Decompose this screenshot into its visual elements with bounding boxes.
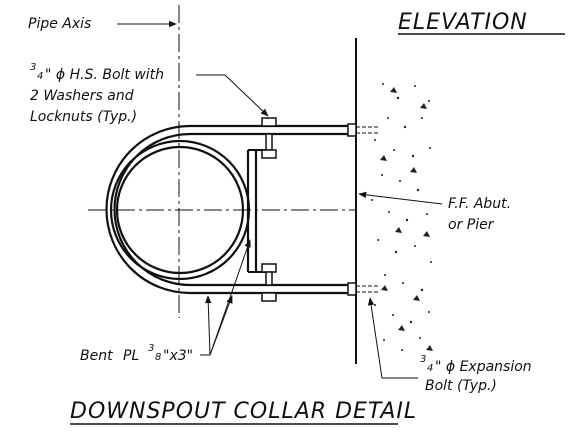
svg-text:4: 4 <box>427 363 433 374</box>
hs-bolt-bottom <box>261 263 277 302</box>
hs-bolt-leader <box>196 74 269 117</box>
hs-bolt-label: 3 4 " ϕ H.S. Bolt with 2 Washers and Loc… <box>30 62 164 125</box>
expansion-bolt-label: 3 4 " ϕ Expansion Bolt (Typ.) <box>420 354 532 394</box>
pipe-axis-label: Pipe Axis <box>28 16 91 32</box>
abutment-label: F.F. Abut. or Pier <box>448 196 511 233</box>
bent-plate-label: Bent PL 3 8 "x3" <box>80 343 193 364</box>
svg-text:PL: PL <box>123 348 139 364</box>
bent-plate-leader-2 <box>209 295 233 356</box>
expansion-bolt-top <box>347 123 378 137</box>
svg-text:Bolt (Typ.): Bolt (Typ.) <box>425 378 497 394</box>
svg-text:or Pier: or Pier <box>448 217 495 233</box>
collar-inner-arc <box>113 132 191 287</box>
svg-text:" ϕ H.S. Bolt with: " ϕ H.S. Bolt with <box>45 67 164 83</box>
svg-text:3: 3 <box>30 62 36 73</box>
bent-plate-leader-3 <box>205 295 212 356</box>
svg-text:3: 3 <box>148 343 154 354</box>
svg-text:8: 8 <box>155 352 161 363</box>
svg-text:" ϕ Expansion: " ϕ Expansion <box>435 359 532 375</box>
hs-bolt-top <box>261 117 277 159</box>
svg-text:Locknuts (Typ.): Locknuts (Typ.) <box>30 109 137 125</box>
svg-text:4: 4 <box>37 71 43 82</box>
svg-text:3: 3 <box>420 354 426 365</box>
caption-downspout-collar: DOWNSPOUT COLLAR DETAIL <box>70 399 417 424</box>
bent-plate-leader-1 <box>200 239 251 356</box>
expansion-bolt-leader <box>367 297 418 379</box>
svg-text:"x3": "x3" <box>163 348 193 364</box>
abutment-leader <box>358 191 443 205</box>
title-elevation: ELEVATION <box>398 10 528 35</box>
svg-text:2 Washers and: 2 Washers and <box>30 88 134 104</box>
expansion-bolt-bottom <box>347 282 378 296</box>
concrete-stipple <box>371 83 433 351</box>
collar-outer-arc <box>105 124 191 295</box>
svg-text:F.F. Abut.: F.F. Abut. <box>448 196 511 212</box>
clamp-plate-ends <box>248 149 270 273</box>
svg-text:Bent: Bent <box>80 348 113 364</box>
pipe-inner-circle <box>115 145 245 275</box>
